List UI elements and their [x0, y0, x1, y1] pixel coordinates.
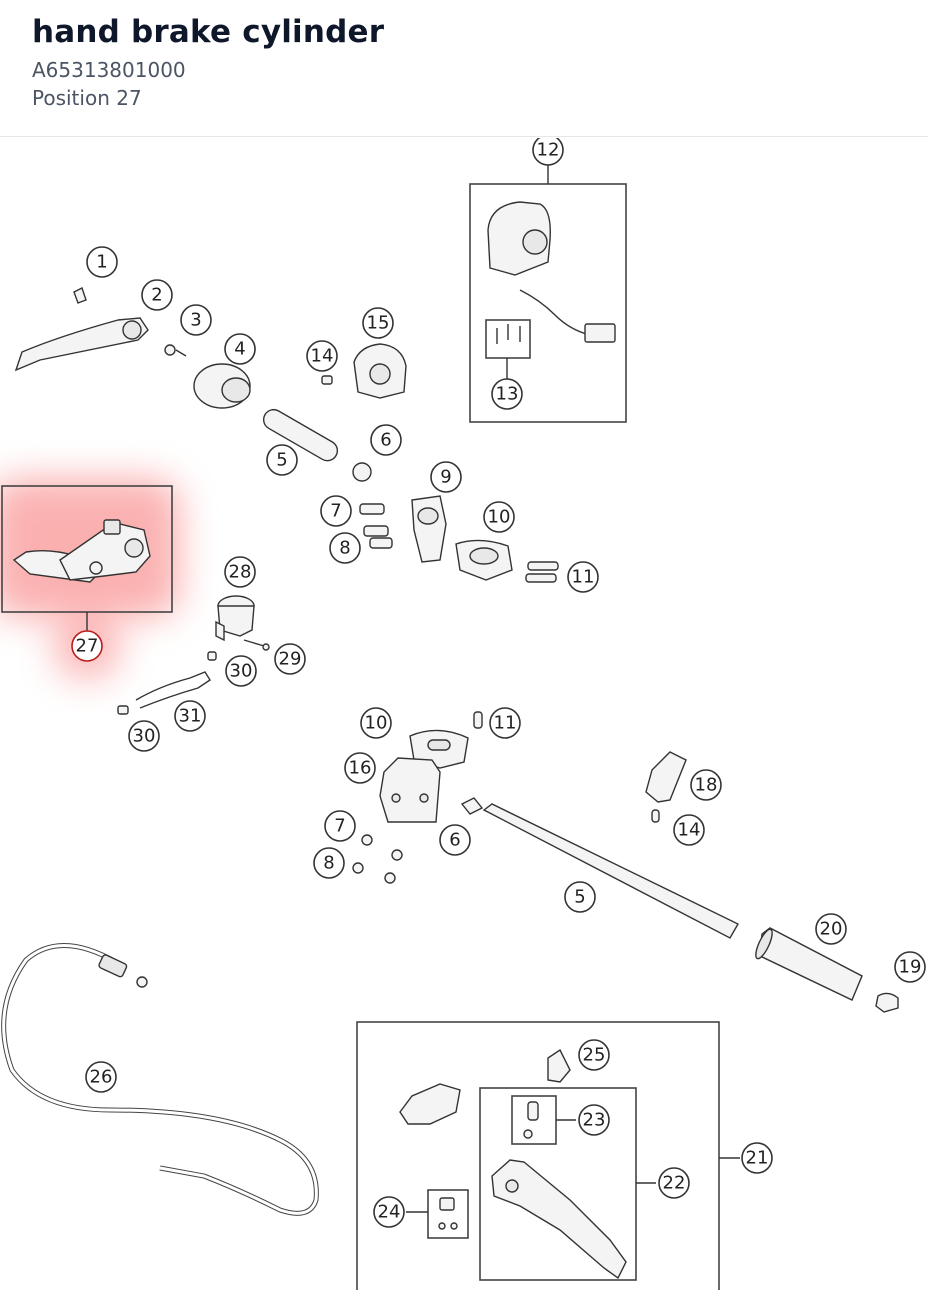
svg-text:26: 26	[90, 1067, 113, 1088]
label-10[interactable]: 10	[483, 501, 515, 533]
svg-text:8: 8	[339, 538, 350, 559]
part-group-clamp-lower[interactable]	[352, 711, 484, 884]
svg-text:31: 31	[179, 706, 202, 727]
svg-text:28: 28	[229, 562, 252, 583]
svg-text:30: 30	[230, 661, 253, 682]
label-1[interactable]: 1	[86, 246, 118, 278]
label-24[interactable]: 24	[373, 1196, 405, 1228]
label-4[interactable]: 4	[224, 333, 256, 365]
part-number: A65313801000	[32, 58, 186, 82]
label-7[interactable]: 7	[320, 495, 352, 527]
svg-text:5: 5	[276, 450, 287, 471]
svg-text:29: 29	[279, 649, 302, 670]
label-10b[interactable]: 10	[360, 707, 392, 739]
label-25[interactable]: 25	[578, 1039, 610, 1071]
part-group-reservoir[interactable]	[117, 595, 270, 715]
label-5[interactable]: 5	[266, 444, 298, 476]
label-7b[interactable]: 7	[324, 810, 356, 842]
label-13[interactable]: 13	[491, 378, 523, 410]
part-group-clamp-upper[interactable]	[359, 495, 559, 583]
svg-text:11: 11	[572, 567, 595, 588]
label-23[interactable]: 23	[578, 1104, 610, 1136]
label-30[interactable]: 30	[225, 655, 257, 687]
svg-text:7: 7	[334, 816, 345, 837]
label-11[interactable]: 11	[567, 561, 599, 593]
label-14b[interactable]: 14	[673, 814, 705, 846]
svg-text:10: 10	[488, 507, 511, 528]
svg-text:7: 7	[330, 501, 341, 522]
clutch-cable-26[interactable]	[1, 943, 319, 1216]
leader-lines	[175, 349, 187, 357]
label-31[interactable]: 31	[174, 700, 206, 732]
label-18[interactable]: 18	[690, 769, 722, 801]
svg-text:9: 9	[440, 467, 451, 488]
part-group-handlebar[interactable]	[482, 751, 899, 1013]
label-27[interactable]: 27	[71, 630, 103, 662]
label-8b[interactable]: 8	[313, 847, 345, 879]
svg-text:27: 27	[76, 636, 99, 657]
svg-text:6: 6	[449, 830, 460, 851]
part-position: Position 27	[32, 86, 142, 110]
svg-text:8: 8	[323, 853, 334, 874]
position-labels: 1 2 3 4 5 6 7 8 9 10 11 12 13 14 15 27 2…	[71, 138, 926, 1228]
label-6[interactable]: 6	[370, 424, 402, 456]
svg-text:1: 1	[96, 252, 107, 273]
label-9[interactable]: 9	[430, 461, 462, 493]
svg-text:5: 5	[574, 887, 585, 908]
svg-text:16: 16	[349, 758, 372, 779]
part-header: hand brake cylinder A65313801000 Positio…	[0, 0, 928, 137]
svg-text:18: 18	[695, 775, 718, 796]
svg-text:6: 6	[380, 430, 391, 451]
label-8[interactable]: 8	[329, 532, 361, 564]
svg-text:10: 10	[365, 713, 388, 734]
hand-brake-cylinder-27[interactable]	[1, 485, 173, 632]
part-group-throttle[interactable]	[14, 287, 407, 482]
svg-text:21: 21	[746, 1148, 769, 1169]
label-20[interactable]: 20	[815, 913, 847, 945]
exploded-parts-diagram: 1 2 3 4 5 6 7 8 9 10 11 12 13 14 15 27 2…	[0, 138, 926, 1290]
svg-text:15: 15	[367, 313, 390, 334]
part-group-21[interactable]	[356, 1021, 740, 1290]
label-5b[interactable]: 5	[564, 881, 596, 913]
svg-text:14: 14	[311, 346, 334, 367]
svg-text:30: 30	[133, 726, 156, 747]
svg-text:13: 13	[496, 384, 519, 405]
svg-text:25: 25	[583, 1045, 606, 1066]
svg-text:14: 14	[678, 820, 701, 841]
svg-text:22: 22	[663, 1173, 686, 1194]
label-19[interactable]: 19	[894, 951, 926, 983]
label-30b[interactable]: 30	[128, 720, 160, 752]
label-15[interactable]: 15	[362, 307, 394, 339]
label-26[interactable]: 26	[85, 1061, 117, 1093]
label-14[interactable]: 14	[306, 340, 338, 372]
label-28[interactable]: 28	[224, 556, 256, 588]
svg-text:4: 4	[234, 339, 245, 360]
part-group-12[interactable]	[469, 164, 627, 423]
svg-text:23: 23	[583, 1110, 606, 1131]
label-3[interactable]: 3	[180, 304, 212, 336]
label-2[interactable]: 2	[141, 279, 173, 311]
svg-text:3: 3	[190, 310, 201, 331]
part-title: hand brake cylinder	[32, 14, 385, 50]
label-11b[interactable]: 11	[489, 707, 521, 739]
label-16[interactable]: 16	[344, 752, 376, 784]
svg-text:12: 12	[537, 140, 560, 161]
label-29[interactable]: 29	[274, 643, 306, 675]
label-12[interactable]: 12	[532, 138, 564, 166]
label-22[interactable]: 22	[658, 1167, 690, 1199]
label-21[interactable]: 21	[741, 1142, 773, 1174]
svg-text:24: 24	[378, 1202, 401, 1223]
label-6b[interactable]: 6	[439, 824, 471, 856]
svg-text:19: 19	[899, 957, 922, 978]
svg-text:11: 11	[494, 713, 517, 734]
svg-text:20: 20	[820, 919, 843, 940]
svg-text:2: 2	[151, 285, 162, 306]
